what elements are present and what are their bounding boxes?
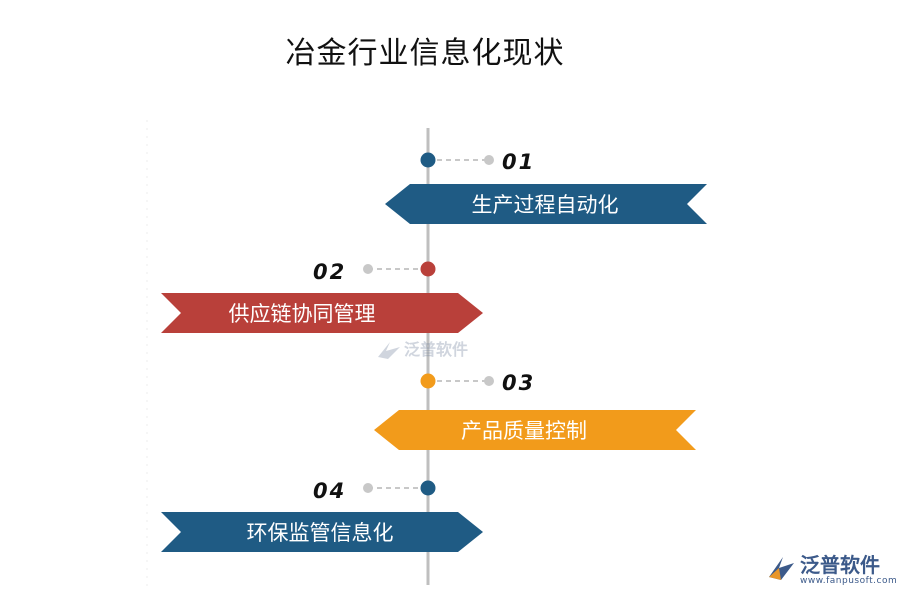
node-03 [420,373,436,389]
banner-label-02: 供应链协同管理 [229,302,376,326]
watermark: 泛普软件 [374,339,468,361]
watermark-name: 泛普软件 [404,340,469,359]
node-04 [420,480,436,496]
banner-01 [385,184,707,224]
timeline-item-01: 01 生产过程自动化 [385,150,707,224]
brand-logo: 泛普软件 www.fanpusoft.com [766,554,897,587]
node-02 [420,261,436,277]
timeline-item-02: 02 供应链协同管理 [161,260,483,333]
fanpu-watermark-icon [378,342,400,359]
timeline-item-04: 04 环保监管信息化 [161,479,483,552]
connector-end-04 [363,483,373,493]
banner-label-04: 环保监管信息化 [247,521,394,545]
banner-label-01: 生产过程自动化 [472,193,619,217]
banner-03 [374,410,696,450]
logo-url: www.fanpusoft.com [800,576,898,586]
banner-02 [161,293,483,333]
page-title: 冶金行业信息化现状 [285,36,565,71]
connector-end-02 [363,264,373,274]
logo-name: 泛普软件 [800,553,880,577]
banner-04 [161,512,483,552]
banner-label-03: 产品质量控制 [461,419,587,443]
connector-end-03 [484,376,494,386]
fanpu-logo-icon [769,557,794,580]
connector-end-01 [484,155,494,165]
item-number-02: 02 [313,260,346,284]
item-number-04: 04 [313,479,346,503]
timeline-item-03: 03 产品质量控制 [374,371,696,450]
node-01 [420,152,436,168]
item-number-01: 01 [502,150,535,174]
item-number-03: 03 [502,371,535,395]
